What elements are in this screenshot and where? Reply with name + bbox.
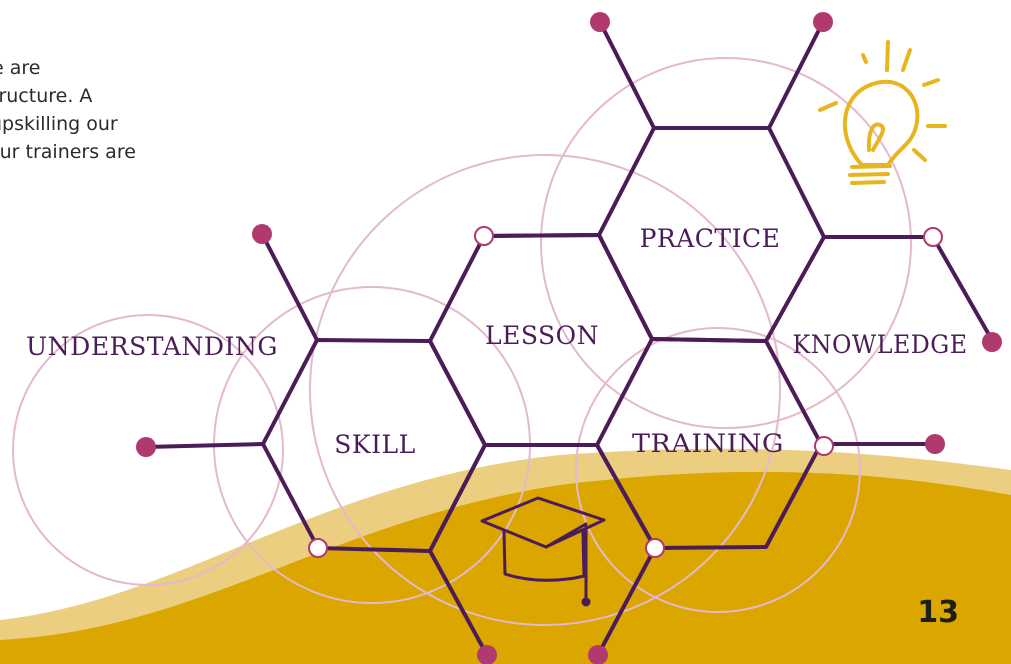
spoke-top-left [598,20,656,130]
node [252,224,272,244]
graduation-cap-icon [480,496,606,607]
circle-training [575,327,861,613]
spoke-lesson-left [482,233,601,238]
body-text-line: e are [0,57,41,79]
label-skill: SKILL [334,430,415,459]
spoke-top-right [767,20,825,130]
hollow-node [645,538,665,558]
hollow-node [474,226,494,246]
label-lesson: LESSON [485,321,599,350]
hollow-node [923,227,943,247]
hex-bottom [428,443,489,657]
spoke-understanding [144,442,265,449]
hollow-nodes [308,226,943,558]
label-understanding: UNDERSTANDING [26,332,278,361]
circle-lesson [309,154,781,626]
node [136,437,156,457]
label-training: TRAINING [632,429,784,458]
circle-understanding [12,314,284,586]
node [982,332,1002,352]
label-practice: PRACTICE [640,224,781,253]
hollow-node [308,538,328,558]
body-text-line: our trainers are [0,141,136,163]
node [588,645,608,664]
label-knowledge: KNOWLEDGE [793,330,968,359]
hollow-node [814,436,834,456]
node [477,645,497,664]
body-text-line: upskilling our [0,113,118,135]
node [813,12,833,32]
page-number: 13 [917,595,959,630]
node [925,434,945,454]
node [590,12,610,32]
spoke-skill-top [260,232,319,342]
filled-nodes [136,12,1002,664]
body-text-line: tructure. A [0,85,93,107]
circle-practice [540,57,912,429]
spoke-knowledge [931,235,994,342]
lightbulb-icon [818,40,947,185]
body-text: e are tructure. A upskilling our our tra… [0,54,230,166]
